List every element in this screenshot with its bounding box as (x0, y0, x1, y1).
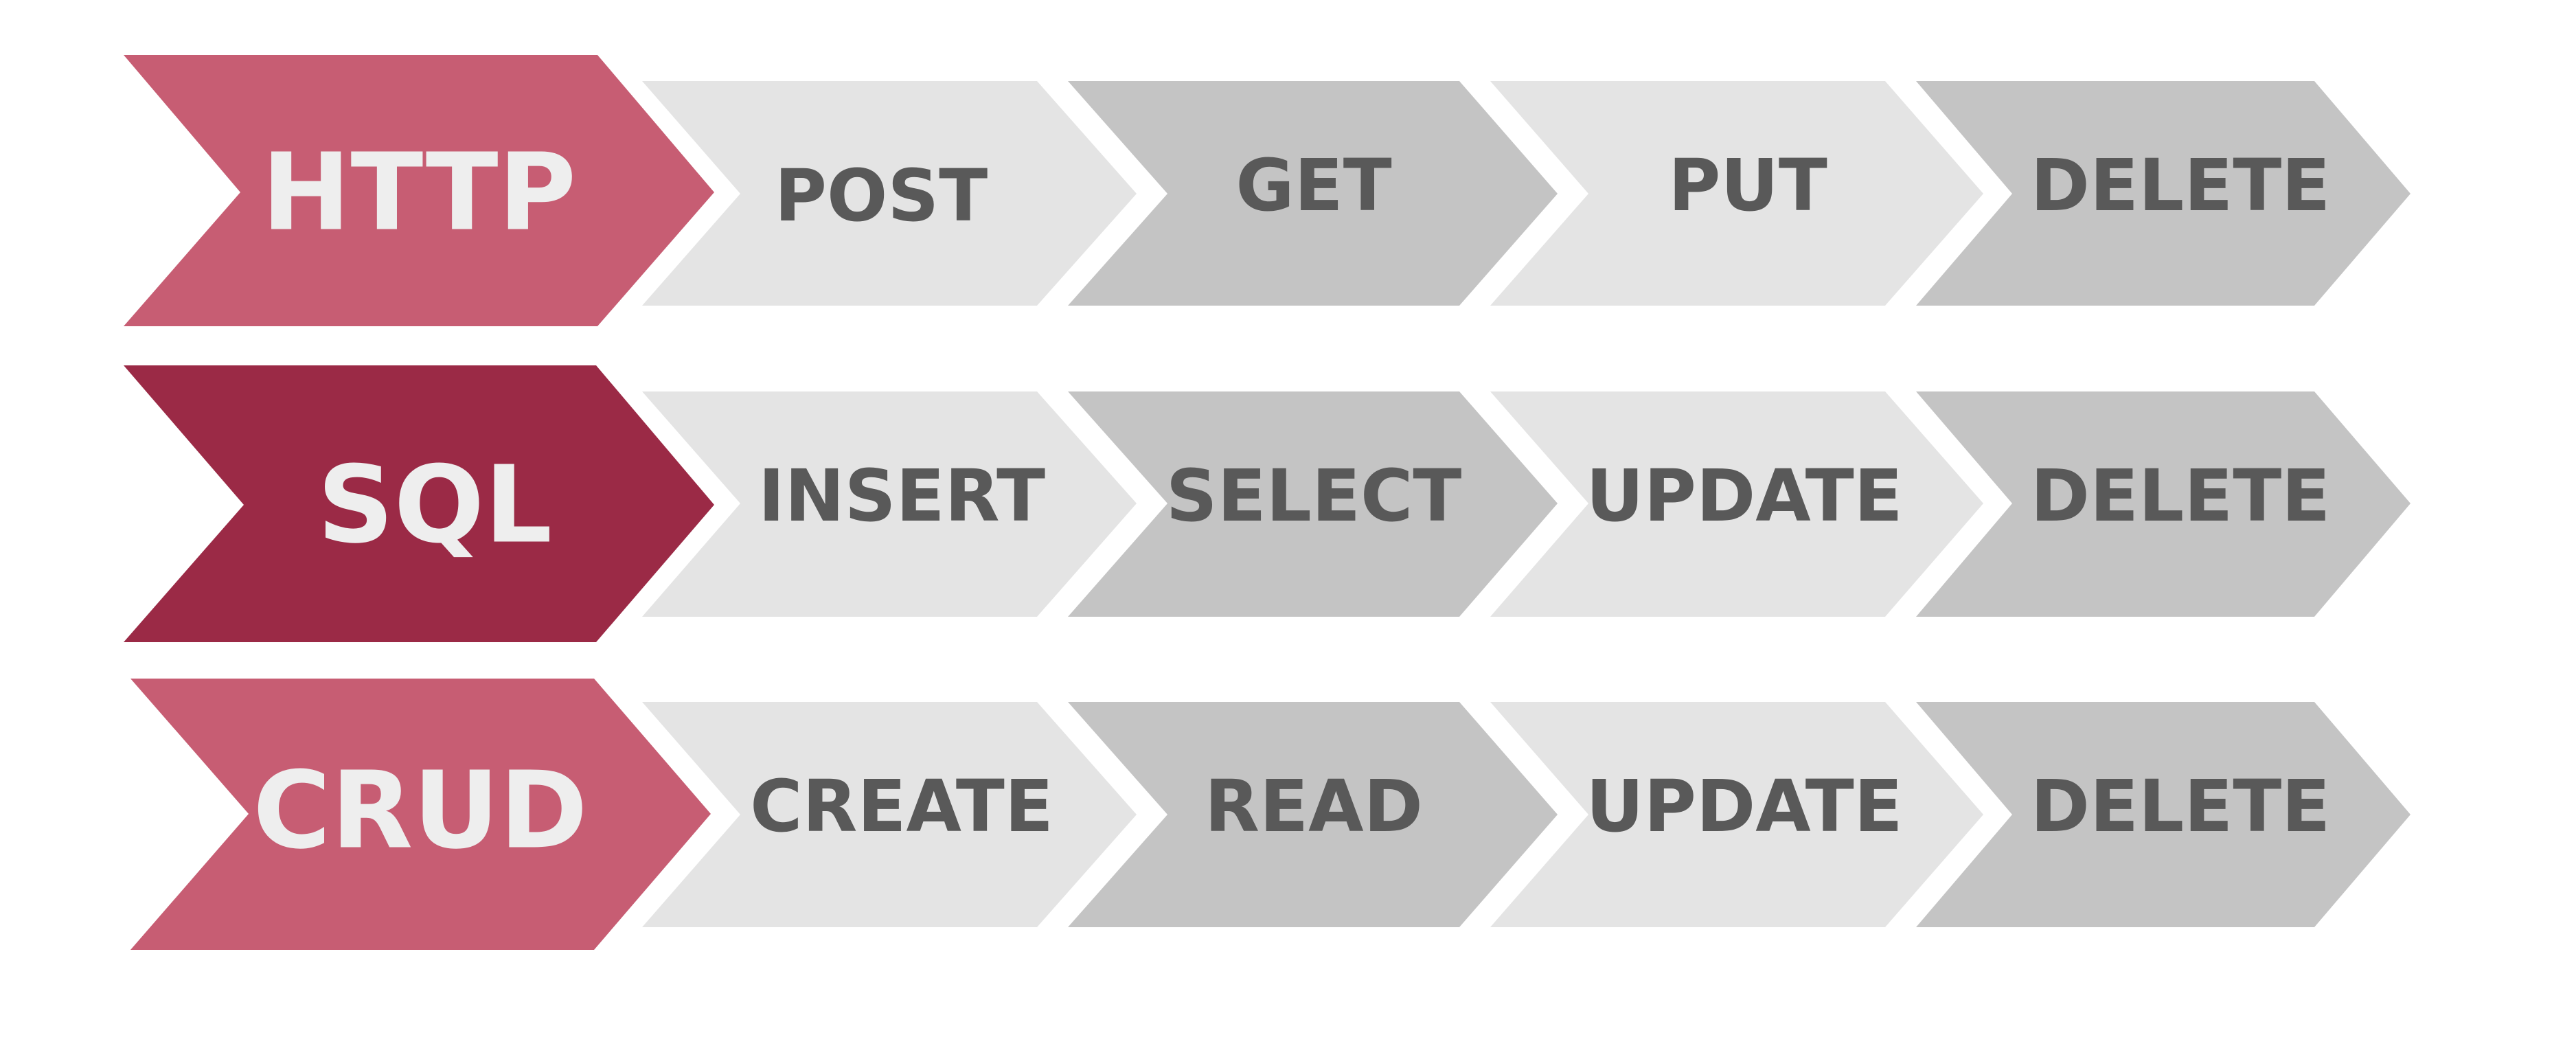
step-chevron-read (1068, 702, 1558, 927)
step-chevron-put (1490, 81, 1983, 306)
step-chevron-delete (1916, 391, 2410, 617)
lead-label-http: HTTP (262, 130, 576, 255)
step-chevron-insert (642, 391, 1137, 617)
row-sql: SQL INSERT SELECT UPDATE DELETE (124, 365, 2410, 642)
step-label-post: POST (775, 154, 988, 238)
step-chevron-post (642, 81, 1137, 306)
step-label-update: UPDATE (1586, 764, 1902, 848)
lead-chevron-http (124, 55, 714, 326)
step-label-update: UPDATE (1586, 454, 1902, 538)
step-label-get: GET (1235, 144, 1391, 227)
step-chevron-delete (1916, 81, 2410, 306)
step-label-create: CREATE (750, 764, 1053, 848)
step-chevron-update (1490, 702, 1983, 927)
step-label-read: READ (1205, 764, 1423, 848)
step-label-put: PUT (1668, 144, 1827, 227)
step-label-delete: DELETE (2031, 144, 2331, 227)
lead-label-sql: SQL (317, 443, 552, 567)
step-chevron-create (642, 702, 1137, 927)
step-label-select: SELECT (1166, 454, 1462, 538)
row-http: HTTP POST GET PUT DELETE (124, 55, 2410, 326)
step-label-delete: DELETE (2031, 454, 2331, 538)
step-label-insert: INSERT (758, 454, 1045, 538)
step-chevron-update (1490, 391, 1983, 617)
lead-chevron-sql (124, 365, 714, 642)
row-crud: CRUD CREATE READ UPDATE DELETE (130, 679, 2410, 950)
step-chevron-select (1068, 391, 1558, 617)
lead-chevron-crud (130, 679, 711, 950)
step-label-delete: DELETE (2031, 764, 2331, 848)
step-chevron-get (1068, 81, 1558, 306)
lead-label-crud: CRUD (253, 749, 588, 873)
step-chevron-delete (1916, 702, 2410, 927)
